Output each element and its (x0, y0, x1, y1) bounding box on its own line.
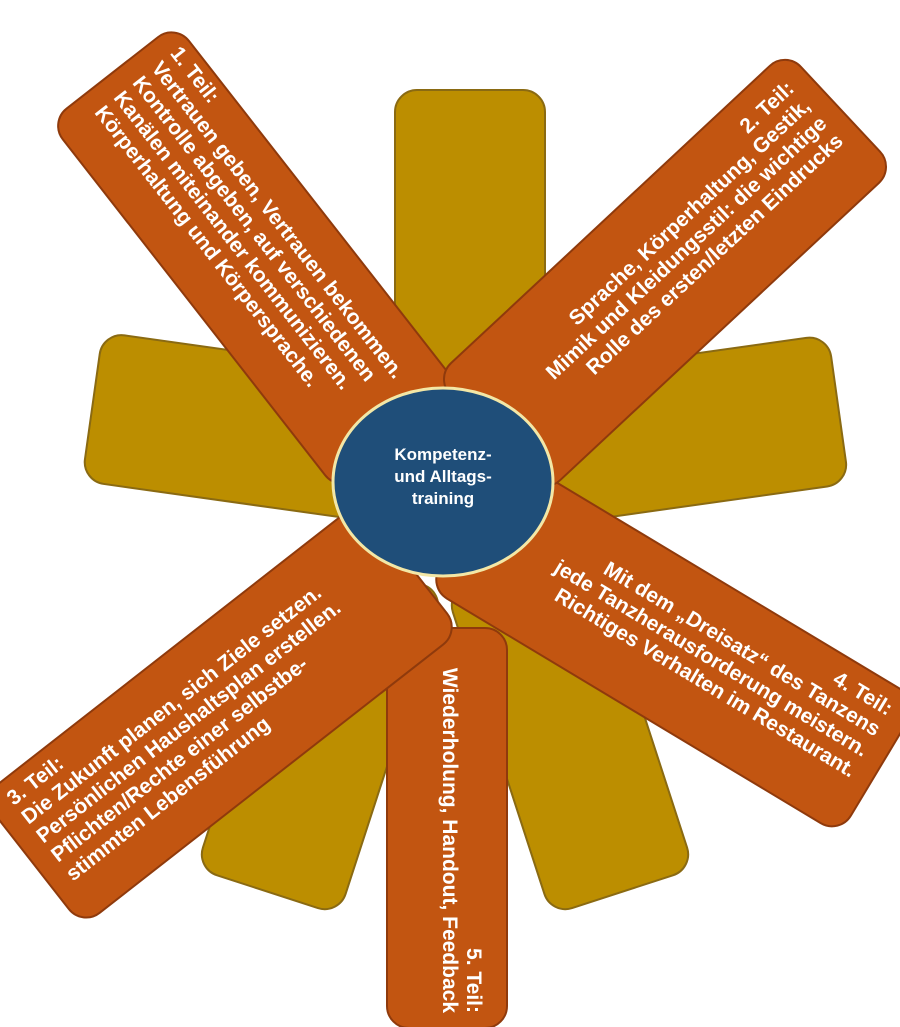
part-line: Wiederholung, Handout, Feedback (438, 668, 461, 1013)
part-heading: 5. Teil: (462, 948, 485, 1013)
petal-part-5-text: 5. Teil:Wiederholung, Handout, Feedback (438, 668, 485, 1013)
center-node: Kompetenz-und Alltags-training (331, 386, 555, 578)
center-ellipse (331, 386, 555, 578)
petal-part-3: 3. Teil:Die Zukunft planen, sich Ziele s… (0, 509, 453, 919)
center-label: Kompetenz-und Alltags-training (394, 445, 492, 508)
part-line: und Alltags- (394, 467, 492, 486)
petal-part-5: 5. Teil:Wiederholung, Handout, Feedback (386, 627, 508, 1027)
part-line: training (412, 489, 474, 508)
part-heading: Kompetenz- (394, 445, 491, 464)
